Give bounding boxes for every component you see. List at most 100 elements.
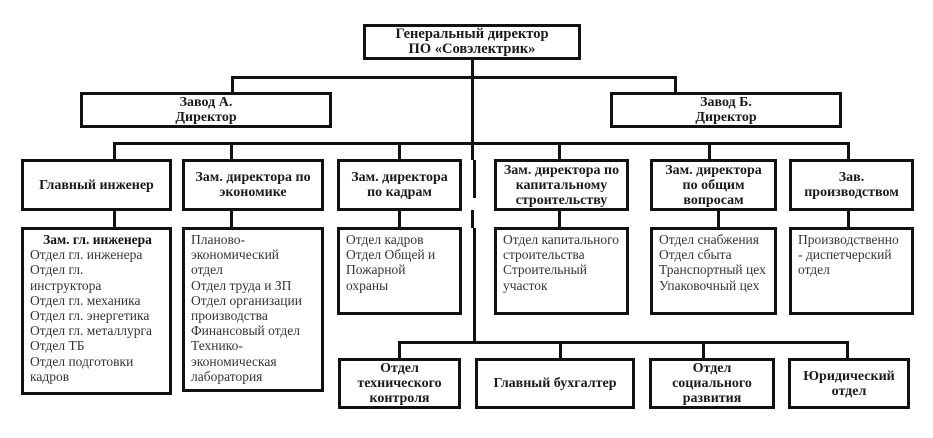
general-director-title: Генеральный директор bbox=[395, 26, 549, 42]
head-of-production-line-2: производством bbox=[804, 185, 899, 200]
connector-dept-5-down bbox=[717, 208, 720, 228]
dept-list-head: Зам. гл. инженера bbox=[43, 232, 152, 247]
chief-engineer-departments: Зам. гл. инженера Отдел гл. инженера Отд… bbox=[21, 227, 172, 395]
head-of-production-box: Зав. производством bbox=[789, 159, 914, 211]
dept-item: Транспортный цех bbox=[659, 262, 766, 278]
social-development-dept-box: Отдел социального развития bbox=[649, 358, 775, 409]
dept-item: экономическая bbox=[191, 353, 277, 369]
connector-dept-4-down bbox=[558, 208, 561, 228]
connector-bottom-4-up bbox=[846, 341, 849, 359]
deputy-capital-line-3: строительству bbox=[515, 192, 608, 208]
dept-item: Планово- bbox=[191, 232, 245, 247]
connector-center-dash-1 bbox=[473, 160, 476, 198]
dept-item: Финансовый отдел bbox=[191, 323, 301, 339]
dept-item: Отдел организации bbox=[191, 292, 302, 308]
dept-item: Отдел гл. механика bbox=[30, 292, 141, 308]
dept-item: Отдел подготовки bbox=[30, 353, 134, 369]
connector-bottom-3-up bbox=[702, 341, 705, 359]
plant-a-name: Завод А. bbox=[179, 95, 233, 110]
dept-item: Строительный bbox=[503, 262, 587, 278]
deputy-capital-line-2: капитальному bbox=[515, 177, 608, 193]
dept-item: охраны bbox=[346, 277, 389, 293]
chief-accountant-label: Главный бухгалтер bbox=[493, 376, 617, 391]
technical-control-line-2: технического bbox=[357, 376, 442, 391]
dept-item: Отдел кадров bbox=[346, 232, 424, 247]
connector-center-lower bbox=[473, 228, 476, 342]
deputy-hr-box: Зам. директора по кадрам bbox=[337, 159, 462, 211]
deputy-economics-line-1: Зам. директора по bbox=[195, 170, 311, 185]
dept-item: Упаковочный цех bbox=[659, 277, 760, 293]
dept-item: лаборатория bbox=[191, 368, 263, 384]
dept-item: Технико- bbox=[191, 338, 243, 354]
connector-dept-3-down bbox=[398, 208, 401, 228]
connector-dept-6-down bbox=[847, 208, 850, 228]
plant-b-director-box: Завод Б. Директор bbox=[610, 92, 842, 128]
dept-item: производства bbox=[191, 308, 268, 324]
dept-item: экономический bbox=[191, 247, 280, 263]
dept-item: Отдел гл. инженера bbox=[30, 247, 143, 263]
hr-departments: Отдел кадров Отдел Общей и Пожарной охра… bbox=[337, 227, 462, 315]
economics-departments: Планово- экономический отдел Отдел труда… bbox=[182, 227, 324, 392]
dept-item: Производственно bbox=[798, 232, 899, 247]
company-name: ПО «Совэлектрик» bbox=[408, 41, 536, 57]
connector-deputies-horizontal bbox=[113, 142, 850, 145]
deputy-general-affairs-box: Зам. директора по общим вопросам bbox=[650, 159, 777, 211]
connector-plant-b-up bbox=[674, 76, 677, 94]
deputy-hr-line-1: Зам. директора bbox=[351, 170, 448, 185]
social-development-line-3: развития bbox=[682, 391, 742, 406]
legal-dept-line-1: Юридический bbox=[803, 368, 895, 384]
connector-plants-horizontal bbox=[231, 76, 677, 79]
deputy-capital-line-1: Зам. директора по bbox=[503, 162, 620, 178]
dept-item: Отдел гл. bbox=[30, 262, 84, 278]
production-departments: Производственно - диспетчерский отдел bbox=[789, 227, 914, 315]
dept-item: Отдел капитального bbox=[503, 232, 620, 247]
technical-control-line-3: контроля bbox=[369, 391, 430, 406]
capital-construction-departments: Отдел капитального строительства Строите… bbox=[494, 227, 629, 315]
connector-deputy-1-up bbox=[113, 142, 116, 161]
connector-deputy-2-up bbox=[230, 142, 233, 161]
connector-center-trunk bbox=[471, 76, 474, 160]
dept-item: отдел bbox=[191, 262, 223, 278]
social-development-line-1: Отдел bbox=[692, 361, 732, 376]
dept-item: Пожарной bbox=[346, 262, 406, 278]
deputy-economics-line-2: экономике bbox=[219, 185, 287, 200]
dept-item: - диспетчерский bbox=[798, 247, 892, 263]
plant-a-director-box: Завод А. Директор bbox=[80, 92, 332, 128]
dept-item: строительства bbox=[503, 247, 585, 263]
dept-item: Отдел снабжения bbox=[659, 232, 759, 247]
social-development-line-2: социального bbox=[672, 376, 752, 391]
deputy-general-line-2: по общим bbox=[682, 177, 745, 193]
general-affairs-departments: Отдел снабжения Отдел сбыта Транспортный… bbox=[650, 227, 777, 315]
legal-dept-box: Юридический отдел bbox=[788, 358, 910, 409]
dept-item: отдел bbox=[798, 262, 830, 278]
dept-item: инструктора bbox=[30, 277, 102, 293]
dept-item: Отдел Общей и bbox=[346, 247, 436, 263]
deputy-general-line-3: вопросам bbox=[683, 192, 744, 208]
connector-dept-1-down bbox=[113, 208, 116, 228]
dept-item: Отдел гл. металлурга bbox=[30, 323, 152, 339]
connector-deputy-4-up bbox=[558, 142, 561, 161]
dept-item: Отдел труда и ЗП bbox=[191, 277, 292, 293]
dept-item: Отдел сбыта bbox=[659, 247, 732, 263]
dept-item: Отдел гл. энергетика bbox=[30, 308, 150, 324]
connector-bottom-horizontal bbox=[398, 341, 849, 344]
connector-center-dash-2 bbox=[471, 210, 474, 228]
deputy-economics-box: Зам. директора по экономике bbox=[182, 159, 324, 211]
deputy-general-line-1: Зам. директора bbox=[665, 162, 762, 178]
deputy-hr-line-2: по кадрам bbox=[367, 185, 432, 200]
deputy-capital-construction-box: Зам. директора по капитальному строитель… bbox=[494, 159, 629, 211]
general-director-box: Генеральный директор ПО «Совэлектрик» bbox=[363, 24, 581, 60]
chief-accountant-box: Главный бухгалтер bbox=[475, 358, 635, 409]
dept-item: участок bbox=[503, 277, 548, 293]
dept-item: кадров bbox=[30, 368, 70, 384]
legal-dept-line-2: отдел bbox=[831, 383, 867, 399]
connector-root-down bbox=[471, 58, 474, 78]
connector-plant-a-up bbox=[231, 76, 234, 94]
connector-bottom-2-up bbox=[559, 341, 562, 359]
dept-item: Отдел ТБ bbox=[30, 338, 85, 354]
plant-b-role: Директор bbox=[695, 110, 757, 125]
head-of-production-line-1: Зав. bbox=[838, 170, 865, 185]
technical-control-dept-box: Отдел технического контроля bbox=[338, 358, 461, 409]
connector-deputy-3-up bbox=[398, 142, 401, 161]
chief-engineer-label: Главный инженер bbox=[39, 177, 154, 193]
